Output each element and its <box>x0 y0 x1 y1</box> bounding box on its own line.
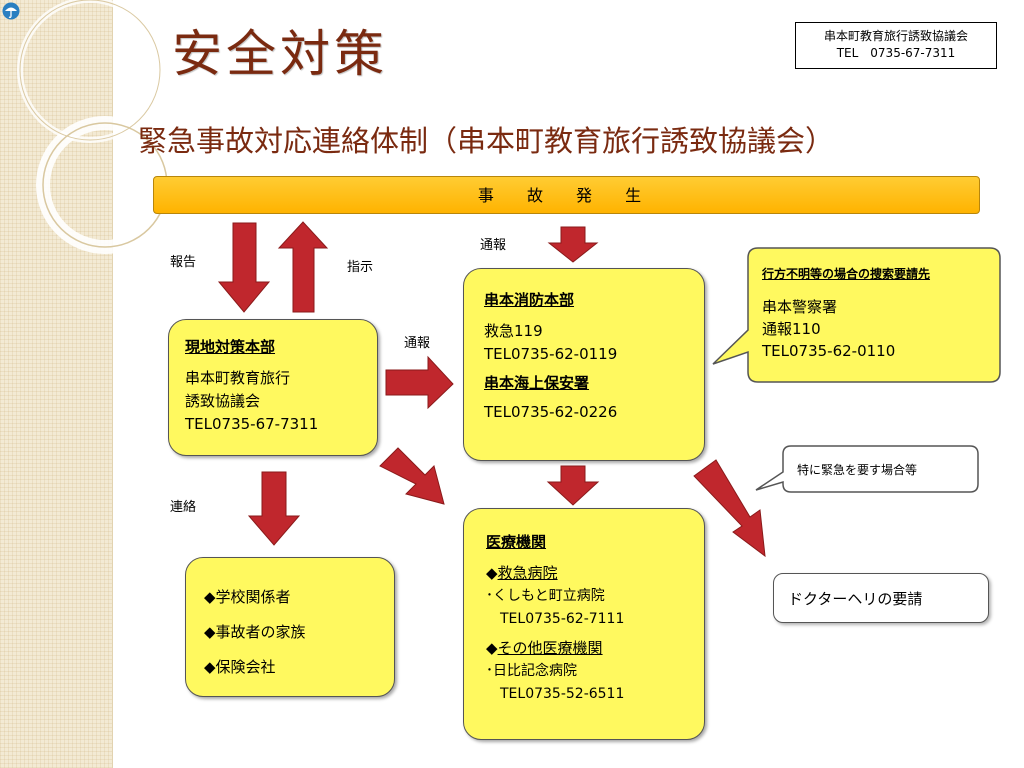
medical-title: 医療機関 <box>486 533 547 551</box>
notify-right-arrow <box>385 355 454 410</box>
coast-tel: TEL0735-62-0226 <box>484 403 618 421</box>
page-title: 安全対策 <box>172 25 388 83</box>
police-name: 串本警察署 <box>762 298 838 316</box>
instruct-arrow <box>277 221 329 313</box>
fire-box: 串本消防本部 救急119 TEL0735-62-0119 串本海上保安署 TEL… <box>463 268 705 461</box>
police-body: 串本警察署 通報110 TEL0735-62-0110 <box>762 296 895 362</box>
report-arrow <box>217 222 271 313</box>
fire-to-helicopter-arrow <box>693 459 766 558</box>
report-label: 報告 <box>170 255 197 270</box>
contact-tel: TEL 0735-67-7311 <box>836 46 956 60</box>
police-tel: TEL0735-62-0110 <box>762 342 896 360</box>
hq-tel: TEL0735-67-7311 <box>185 415 319 433</box>
helicopter-text: ドクターヘリの要請 <box>788 590 923 608</box>
police-heading: 行方不明等の場合の捜索要請先 <box>762 267 931 281</box>
urgent-callout-text: 特に緊急を要す場合等 <box>797 463 918 477</box>
hq-org-line1: 串本町教育旅行 <box>185 369 291 387</box>
hospital2-tel: TEL0735-52-6511 <box>500 686 625 702</box>
contact-org: 串本町教育旅行誘致協議会 <box>823 29 968 43</box>
fire-to-medical-arrow <box>546 465 600 506</box>
hospital2-name: ･日比記念病院 <box>486 663 577 679</box>
instruct-label: 指示 <box>347 260 374 275</box>
hospital1-name: ･くしもと町立病院 <box>486 588 605 604</box>
fire-emergency: 救急119 <box>484 322 543 340</box>
contacts-box: ◆学校関係者 ◆事故者の家族 ◆保険会社 <box>185 557 395 697</box>
contact-arrow <box>247 471 301 546</box>
hq-to-medical-arrow <box>379 447 445 505</box>
police-emergency: 通報110 <box>762 320 821 338</box>
other-hospital-heading: ◆その他医療機関 <box>486 639 603 657</box>
medical-box: 医療機関 ◆救急病院 ･くしもと町立病院 TEL0735-62-7111 ◆その… <box>463 508 705 740</box>
contact-item-school: ◆学校関係者 <box>204 588 291 606</box>
contact-box: 串本町教育旅行誘致協議会 TEL 0735-67-7311 <box>795 22 997 69</box>
contact-item-family: ◆事故者の家族 <box>204 623 306 641</box>
helicopter-box: ドクターヘリの要請 <box>773 573 989 623</box>
hospital1-tel: TEL0735-62-7111 <box>500 611 625 627</box>
contact-item-insurance: ◆保険会社 <box>204 658 276 676</box>
umbrella-logo-icon <box>2 2 20 20</box>
coast-title: 串本海上保安署 <box>484 374 590 392</box>
contact-label: 連絡 <box>170 500 197 515</box>
fire-tel: TEL0735-62-0119 <box>484 345 618 363</box>
notify-top-arrow <box>547 226 599 263</box>
notify-top-label: 通報 <box>480 238 507 253</box>
hq-org-line2: 誘致協議会 <box>185 392 261 410</box>
hq-box: 現地対策本部 串本町教育旅行 誘致協議会 TEL0735-67-7311 <box>168 319 378 456</box>
emergency-hospital-heading: ◆救急病院 <box>486 564 558 582</box>
notify-mid-label: 通報 <box>404 336 431 351</box>
incident-bar: 事 故 発 生 <box>153 176 980 214</box>
hq-title: 現地対策本部 <box>185 338 276 356</box>
diagram-subtitle: 緊急事故対応連絡体制（串本町教育旅行誘致協議会） <box>138 124 835 158</box>
emergency-hospital-label: 救急病院 <box>497 564 558 582</box>
other-hospital-label: その他医療機関 <box>497 639 603 657</box>
fire-title: 串本消防本部 <box>484 291 575 309</box>
